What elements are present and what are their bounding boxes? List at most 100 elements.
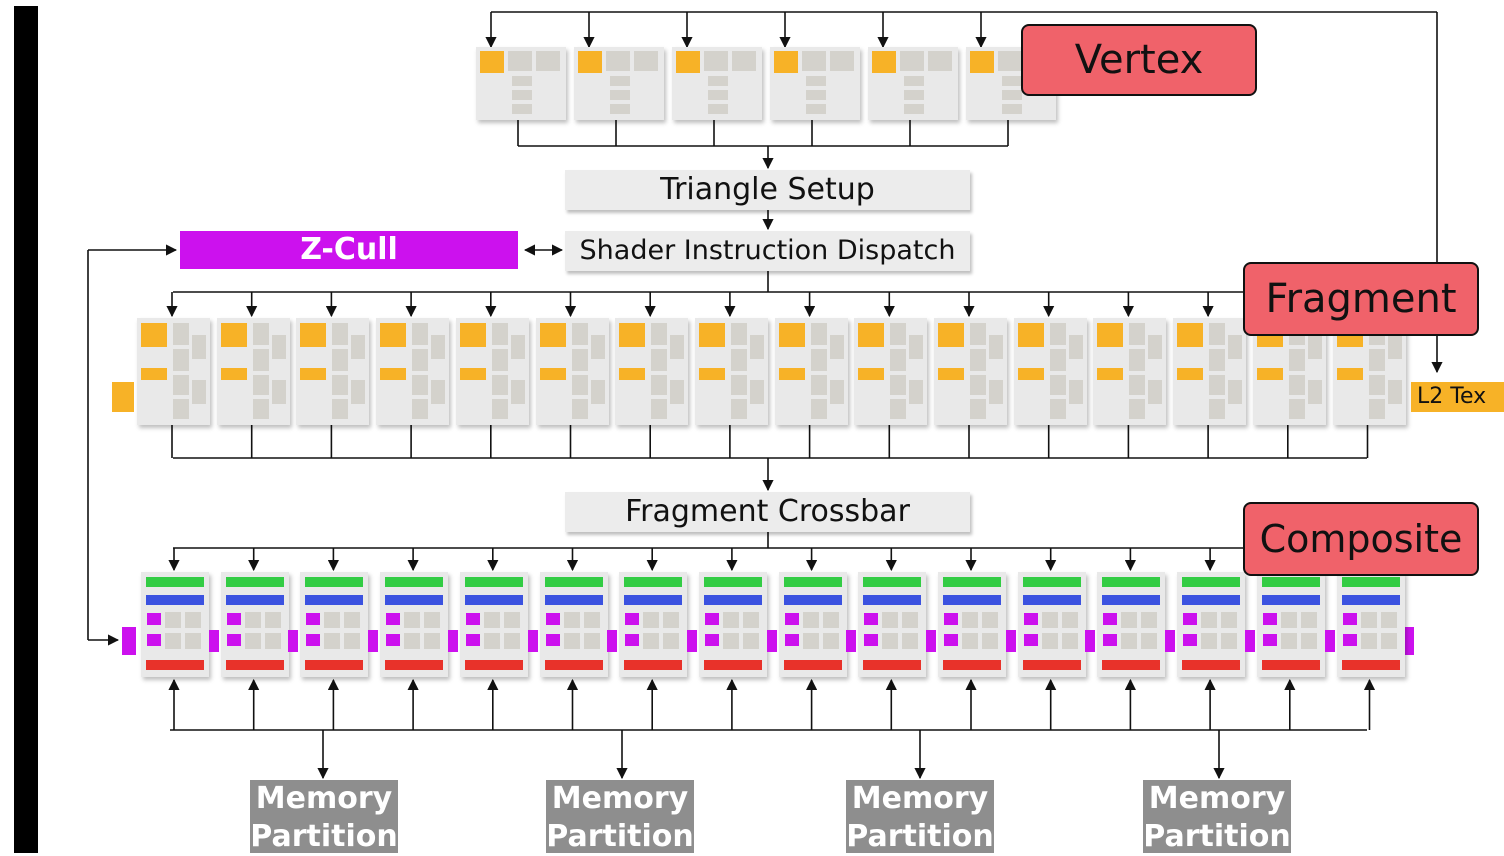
fragment-unit-cell	[412, 375, 429, 395]
fragment-unit-cell	[730, 349, 747, 371]
composite-unit-cell	[742, 633, 759, 649]
composite-unit-cell	[264, 633, 281, 649]
composite-unit-magenta-cell	[704, 634, 719, 646]
fragment-unit-cell	[890, 349, 907, 371]
composite-link-register	[926, 630, 936, 652]
composite-unit-magenta-cell	[944, 613, 958, 625]
composite-unit-cell	[802, 612, 819, 628]
composite-unit-cell	[1141, 612, 1158, 628]
fragment-unit-cell	[1228, 380, 1243, 404]
left-black-bar	[14, 6, 38, 853]
composite-link-register	[1005, 630, 1016, 652]
vertex-unit-cell	[536, 51, 560, 71]
composite-unit-cell	[1221, 612, 1238, 628]
composite-unit-magenta-cell	[465, 634, 480, 646]
composite-unit-red-bar	[863, 660, 922, 670]
composite-unit-magenta-cell	[864, 613, 879, 625]
fragment-unit-cell	[252, 349, 269, 371]
fragment-unit-register	[380, 323, 407, 347]
composite-unit-green-bar	[305, 577, 364, 587]
composite-unit-blue-bar	[225, 595, 284, 605]
composite-unit-blue-bar	[146, 595, 204, 605]
fragment-unit-cell	[510, 335, 525, 359]
composite-link-register	[607, 630, 618, 652]
fragment-unit-cell	[173, 323, 189, 345]
fragment-unit-register	[459, 323, 486, 347]
fragment-unit-cell	[412, 323, 429, 345]
fragment-unit-cell	[651, 323, 668, 345]
fragment-unit-cell	[651, 349, 668, 371]
composite-unit-cell	[722, 612, 739, 628]
fragment-unit-register	[539, 323, 566, 347]
fragment-unit-cell	[1387, 335, 1402, 359]
fragment-unit-cell	[1068, 380, 1083, 404]
composite-unit-cell	[324, 633, 341, 649]
fragment-unit-cell	[670, 380, 685, 404]
fragment-unit-cell	[1288, 399, 1305, 419]
fragment-unit-cell	[571, 375, 588, 395]
composite-unit-cell	[264, 612, 281, 628]
composite-unit-cell	[1201, 633, 1218, 649]
composite-unit-magenta-cell	[784, 613, 799, 625]
composite-unit-cell	[404, 612, 421, 628]
fragment-unit-cell	[890, 375, 907, 395]
vertex-unit-cell	[904, 104, 924, 114]
fragment-unit-register	[141, 368, 167, 380]
fragment-unit-cell	[810, 399, 827, 419]
composite-unit-magenta-cell	[147, 613, 161, 625]
fragment-unit-cell	[252, 399, 269, 419]
memory-partition-line1: Memory	[551, 781, 689, 816]
composite-link-register	[1324, 630, 1335, 652]
composite-unit-cell	[1201, 612, 1218, 628]
composite-unit-green-bar	[146, 577, 204, 587]
vertex-unit-cell	[512, 104, 532, 114]
fragment-unit-cell	[749, 380, 764, 404]
composite-unit-cell	[344, 633, 361, 649]
fragment-unit-cell	[510, 380, 525, 404]
composite-unit-blue-bar	[1261, 595, 1320, 605]
fragment-unit-register	[300, 368, 327, 380]
vertex-unit-register	[578, 51, 602, 73]
composite-unit-cell	[1300, 612, 1317, 628]
vertex-unit-cell	[606, 51, 630, 71]
composite-unit-cell	[742, 612, 759, 628]
composite-unit-cell	[722, 633, 739, 649]
fragment-unit-cell	[1068, 335, 1083, 359]
composite-unit-green-bar	[1341, 577, 1400, 587]
fragment-stage-tag: Fragment	[1243, 262, 1479, 336]
composite-unit-cell	[982, 612, 998, 628]
fragment-unit-register	[141, 323, 167, 347]
composite-unit-magenta-cell	[1023, 613, 1038, 625]
fragment-unit-cell	[810, 375, 827, 395]
fragment-unit-cell	[1368, 349, 1385, 371]
composite-unit-cell	[185, 612, 201, 628]
composite-unit-cell	[1121, 612, 1138, 628]
composite-link-register	[447, 630, 458, 652]
fragment-unit-register	[1017, 323, 1044, 347]
fragment-unit-register	[1177, 323, 1204, 347]
fragment-unit-cell	[590, 380, 605, 404]
vertex-unit-cell	[998, 51, 1022, 71]
composite-unit-cell	[1221, 633, 1238, 649]
fragment-unit-cell	[1228, 335, 1243, 359]
fragment-unit-cell	[1368, 375, 1385, 395]
composite-unit-cell	[563, 633, 580, 649]
composite-unit-blue-bar	[464, 595, 523, 605]
composite-unit-blue-bar	[783, 595, 842, 605]
fragment-unit-cell	[730, 375, 747, 395]
fragment-unit-cell	[970, 323, 986, 345]
composite-unit-magenta-cell	[1183, 634, 1198, 646]
fragment-unit-cell	[431, 335, 446, 359]
memory-partition-line2: Partition	[846, 819, 994, 854]
composite-unit-cell	[1061, 633, 1078, 649]
composite-unit-magenta-cell	[784, 634, 799, 646]
fragment-unit-register	[858, 368, 885, 380]
composite-unit-red-bar	[544, 660, 603, 670]
fragment-unit-cell	[571, 399, 588, 419]
memory-partition-line1: Memory	[255, 781, 393, 816]
composite-unit-cell	[1280, 633, 1297, 649]
composite-unit-blue-bar	[943, 595, 1001, 605]
composite-unit-red-bar	[464, 660, 523, 670]
